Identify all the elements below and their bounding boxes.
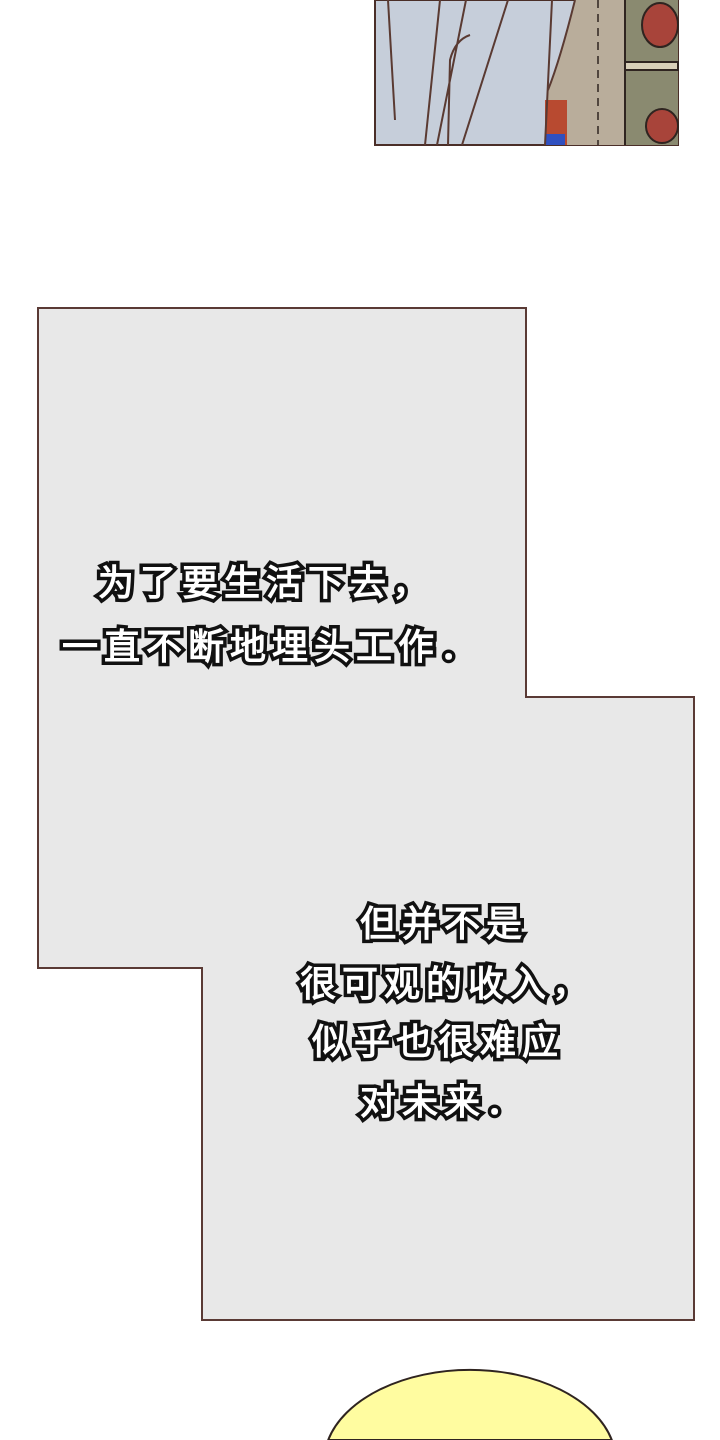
caption-line: 似乎也很难应: [308, 1021, 565, 1064]
speech-bubble: [327, 1368, 613, 1440]
caption-box: [37, 307, 695, 1321]
caption-line: 一直不断地埋头工作．: [58, 626, 483, 669]
caption-line: 为了要生活下去，: [94, 562, 435, 605]
caption-line: 很可观的收入，: [296, 963, 595, 1006]
top-panel: [374, 0, 679, 146]
caption-line: 但并不是: [356, 903, 529, 946]
caption-line: 对未来．: [356, 1081, 529, 1124]
